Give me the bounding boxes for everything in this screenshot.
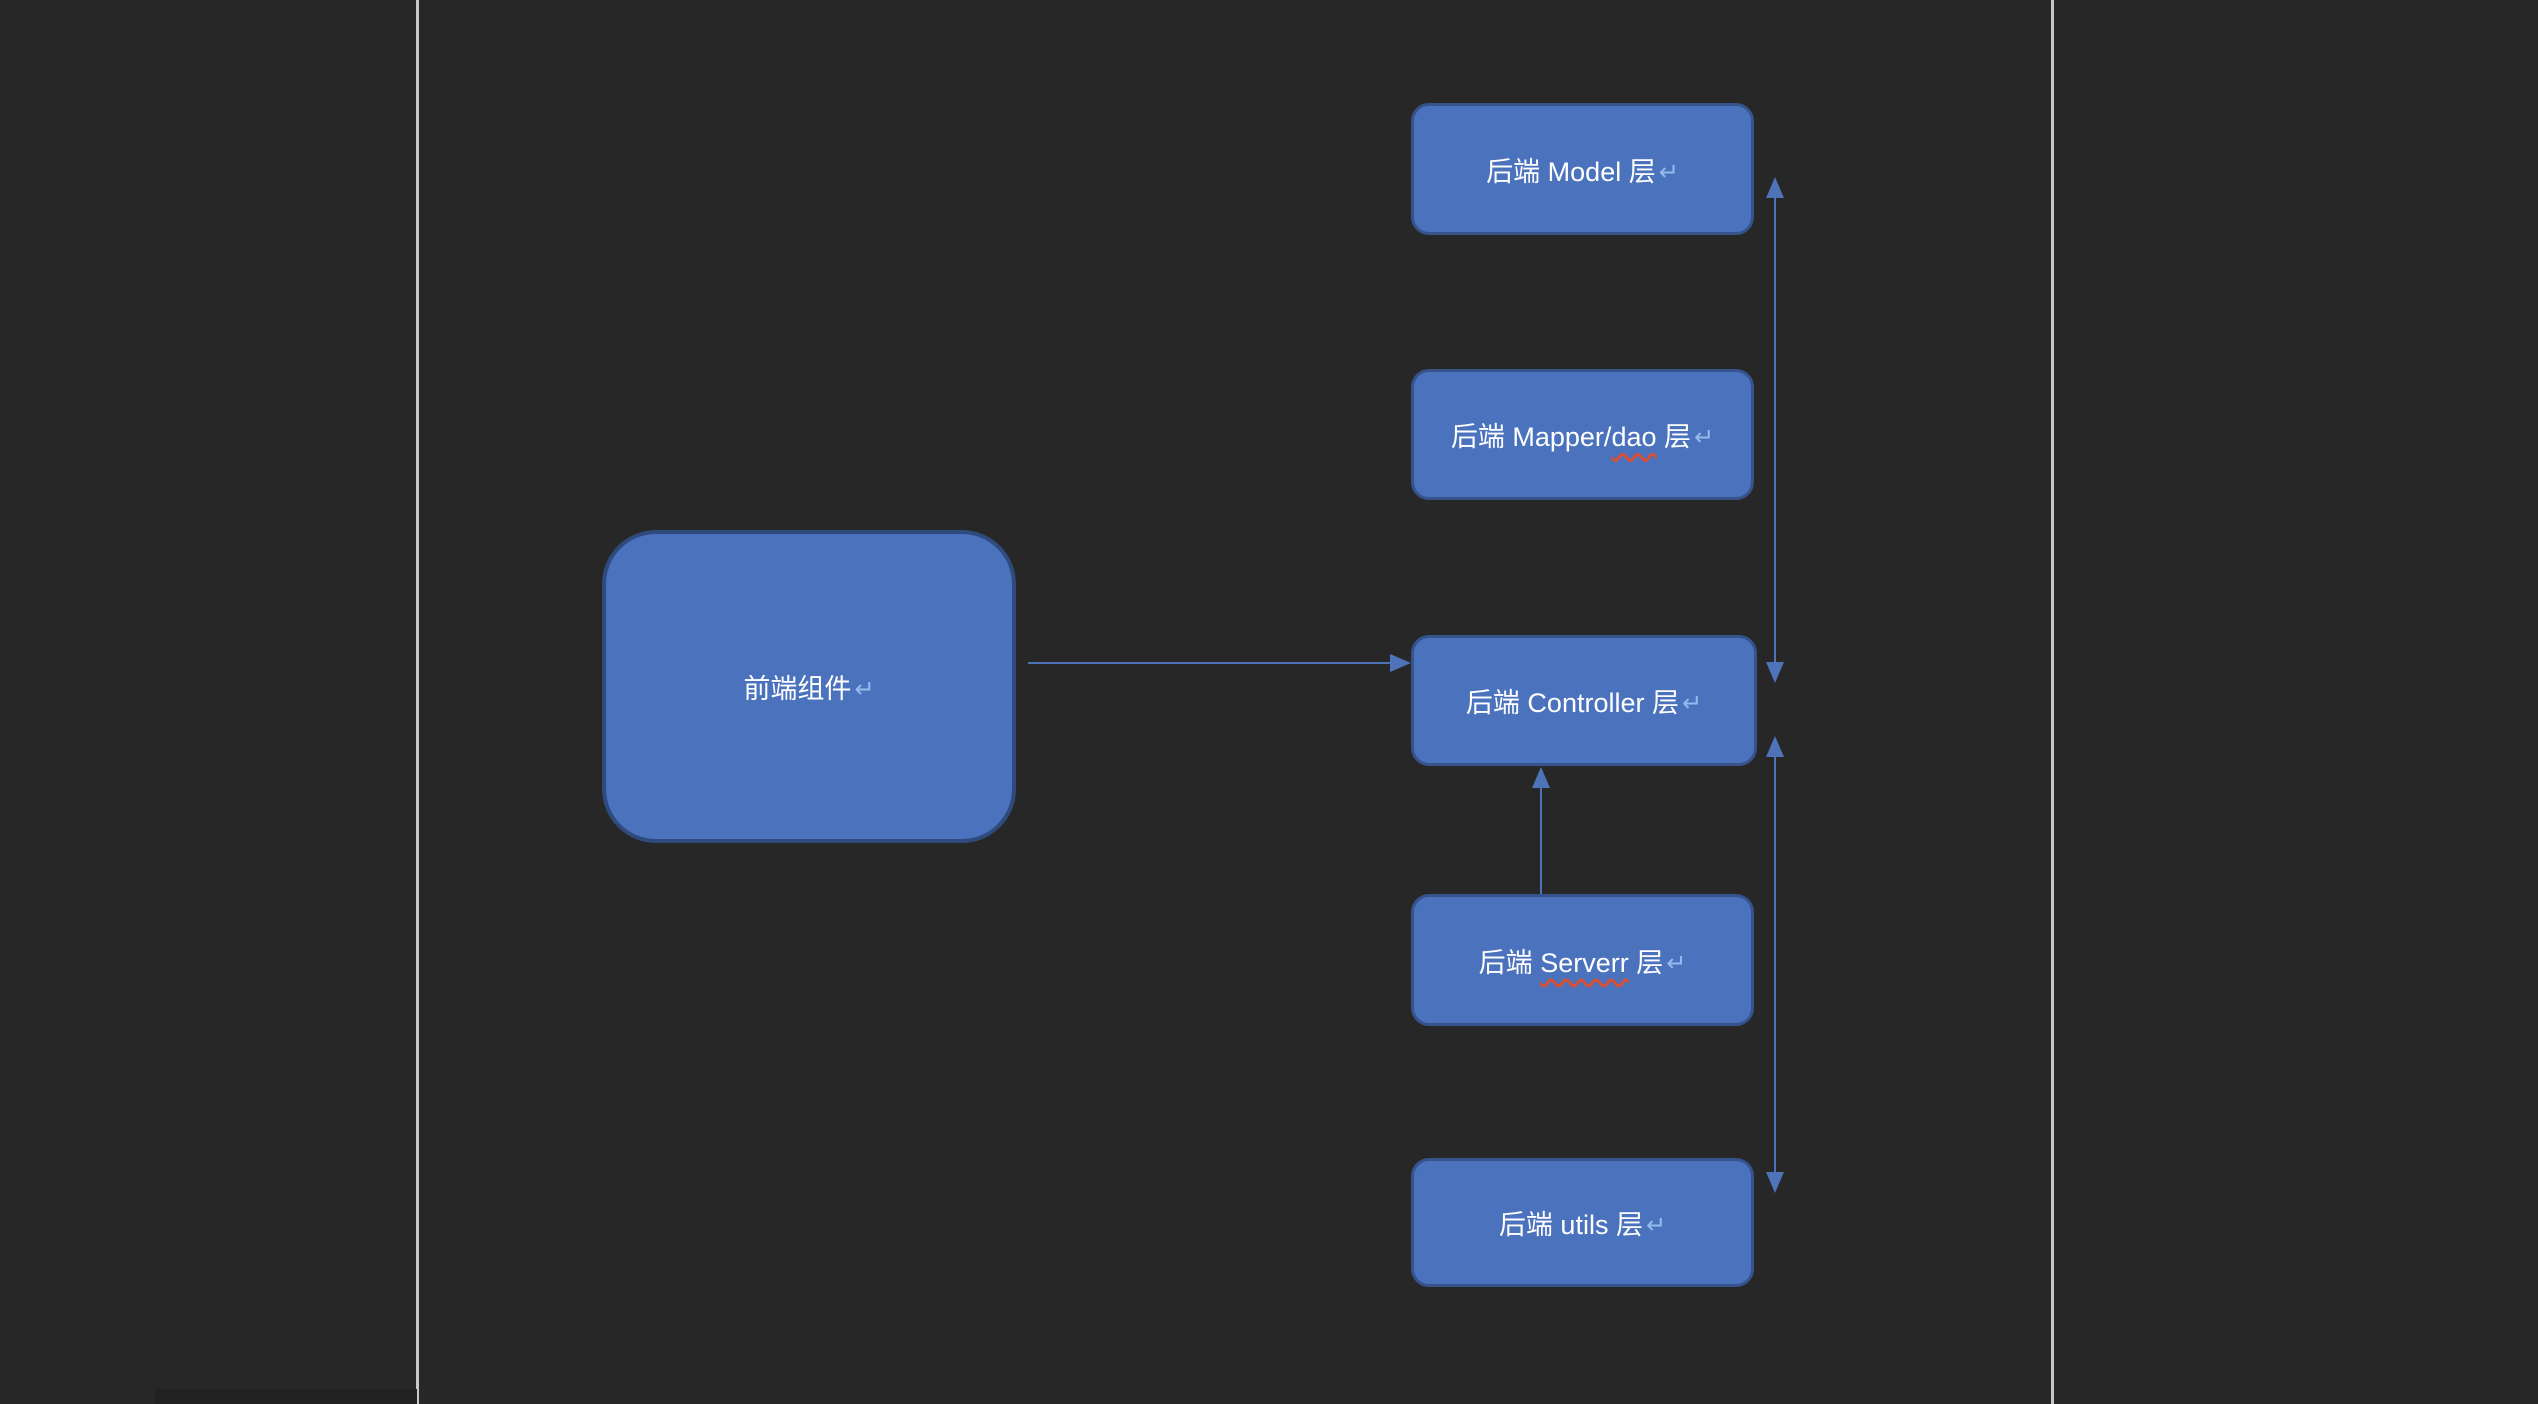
misspelled-word: dao [1611, 422, 1657, 452]
node-backend-model-layer[interactable]: 后端 Model 层↵ [1411, 103, 1754, 235]
arrowhead-up-icon [1766, 736, 1784, 757]
connector-shaft [1774, 755, 1776, 1175]
connector-shaft [1540, 786, 1542, 894]
node-backend-server-layer[interactable]: 后端 Serverr 层↵ [1411, 894, 1754, 1026]
return-mark-icon: ↵ [1658, 158, 1679, 186]
return-mark-icon: ↵ [1694, 424, 1715, 451]
node-label: 后端 Mapper/dao 层↵ [1450, 422, 1715, 452]
arrowhead-right-icon [1390, 654, 1411, 672]
bottom-window-edge [155, 1389, 417, 1404]
page-edge-right [2051, 0, 2054, 1404]
connector-shaft [1774, 195, 1776, 665]
node-label: 后端 Serverr 层↵ [1478, 947, 1687, 978]
node-backend-controller-layer[interactable]: 后端 Controller 层↵ [1411, 635, 1757, 766]
misspelled-word: Serverr [1540, 947, 1629, 978]
return-mark-icon: ↵ [854, 676, 875, 703]
return-mark-icon: ↵ [1681, 690, 1703, 717]
arrowhead-down-icon [1766, 662, 1784, 683]
node-label: 后端 Model 层↵ [1486, 156, 1679, 187]
return-mark-icon: ↵ [1666, 949, 1687, 977]
node-label: 后端 Controller 层↵ [1465, 688, 1703, 718]
node-frontend-component[interactable]: 前端组件↵ [602, 530, 1016, 843]
page-edge-left [416, 0, 419, 1404]
arrowhead-up-icon [1532, 767, 1550, 788]
node-backend-utils-layer[interactable]: 后端 utils 层↵ [1411, 1158, 1754, 1287]
node-label: 前端组件↵ [743, 674, 875, 704]
node-label: 后端 utils 层↵ [1498, 1210, 1667, 1240]
return-mark-icon: ↵ [1645, 1212, 1667, 1239]
arrowhead-up-icon [1766, 177, 1784, 198]
connector-shaft [1028, 662, 1392, 664]
node-backend-mapper-dao-layer[interactable]: 后端 Mapper/dao 层↵ [1411, 369, 1754, 500]
arrowhead-down-icon [1766, 1172, 1784, 1193]
